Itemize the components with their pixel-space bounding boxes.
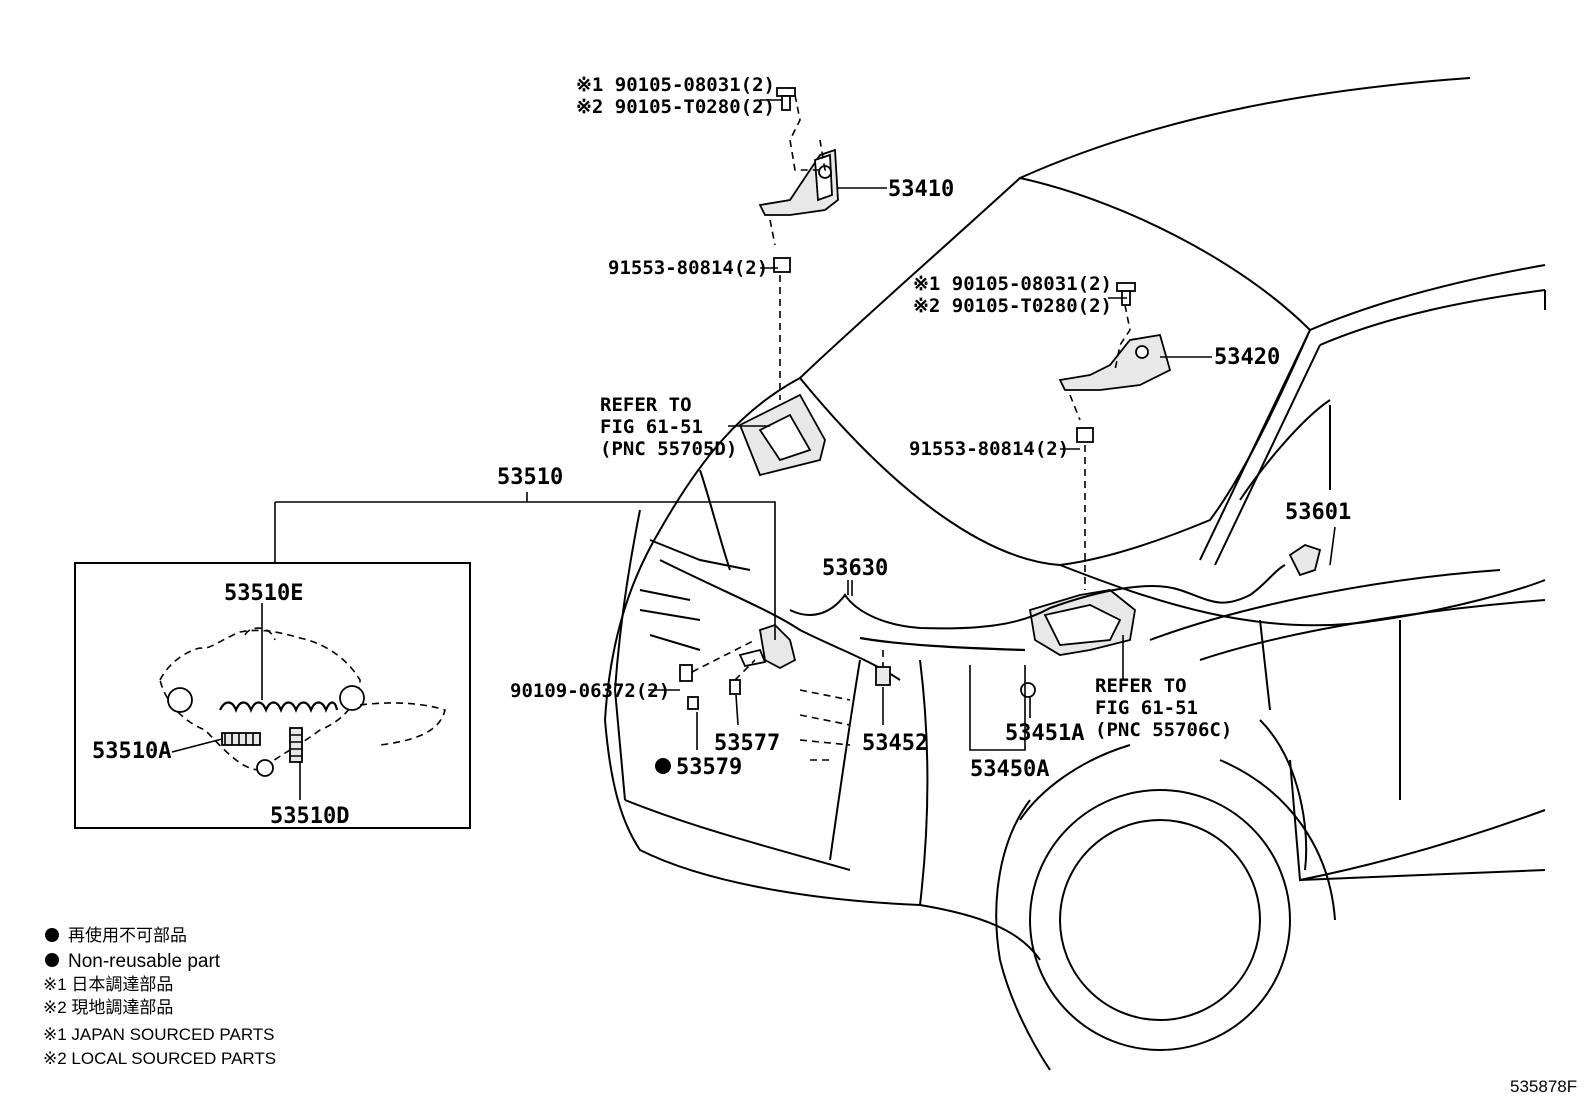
legend-japan-jp: ※1 日本調達部品 xyxy=(43,975,173,994)
label-53510: 53510 xyxy=(497,465,563,490)
spring-e xyxy=(219,701,339,713)
ref-right-line-1: REFER TO xyxy=(1095,675,1187,697)
hinge-bracket-lh xyxy=(738,393,826,477)
stopper-icon xyxy=(729,659,756,695)
label-53410: 53410 xyxy=(888,177,954,202)
label-53577: 53577 xyxy=(714,731,780,756)
label-left-bolt-2: ※2 90105-T0280(2) xyxy=(576,96,775,118)
ref-left-line-3: (PNC 55705D) xyxy=(600,438,737,460)
part-labels: ※1 90105-08031(2) ※2 90105-T0280(2) 5341… xyxy=(92,74,1351,829)
nut-icon xyxy=(773,257,791,273)
grommet-icon xyxy=(1020,682,1036,698)
label-53630: 53630 xyxy=(822,556,888,581)
label-53510D: 53510D xyxy=(270,804,349,829)
release-cable xyxy=(789,564,1286,630)
label-53510A: 53510A xyxy=(92,739,171,764)
legend-local-jp: ※2 現地調達部品 xyxy=(43,998,173,1017)
label-left-bolt-1: ※1 90105-08031(2) xyxy=(576,74,775,96)
bolt-icon xyxy=(776,87,796,111)
bolt-icon xyxy=(679,639,756,682)
vehicle-outline xyxy=(604,77,1546,1071)
label-53450A: 53450A xyxy=(970,757,1049,782)
label-right-bolt-2: ※2 90105-T0280(2) xyxy=(913,295,1112,317)
leader-lines xyxy=(171,99,1336,800)
hinge-bracket-rh xyxy=(1028,589,1136,656)
legend-non-reusable-jp: 再使用不可部品 xyxy=(68,925,187,945)
ref-right-line-2: FIG 61-51 xyxy=(1095,697,1198,719)
ref-left-line-1: REFER TO xyxy=(600,394,692,416)
bolt-icon xyxy=(1116,282,1136,306)
legend-japan-en: ※1 JAPAN SOURCED PARTS xyxy=(43,1025,275,1044)
hood-hinge-rh xyxy=(1058,304,1172,421)
hood-hinge-lh xyxy=(758,94,839,246)
lock-detail-inset xyxy=(74,562,471,829)
label-53579: 53579 xyxy=(676,755,742,780)
label-right-bolt-1: ※1 90105-08031(2) xyxy=(913,273,1112,295)
ref-left-line-2: FIG 61-51 xyxy=(600,416,703,438)
label-left-nut: 91553-80814(2) xyxy=(608,257,768,279)
label-53601: 53601 xyxy=(1285,500,1351,525)
figure-code: 535878F xyxy=(1510,1077,1577,1096)
support-rod-holder xyxy=(875,650,891,686)
legend-non-reusable-en: Non-reusable part xyxy=(68,951,221,972)
label-53451A: 53451A xyxy=(1005,721,1084,746)
hood-release-lever xyxy=(1288,544,1322,577)
support-rod xyxy=(859,636,1026,652)
nut-icon xyxy=(1076,427,1094,443)
non-reusable-marker xyxy=(655,758,671,774)
label-53452: 53452 xyxy=(862,731,928,756)
clip-icon xyxy=(687,696,699,710)
label-right-nut: 91553-80814(2) xyxy=(909,438,1069,460)
legend: 再使用不可部品 Non-reusable part ※1 日本調達部品 ※2 現… xyxy=(43,925,276,1068)
legend-local-en: ※2 LOCAL SOURCED PARTS xyxy=(43,1049,276,1068)
lock-detail-drawing xyxy=(159,627,446,777)
label-53420: 53420 xyxy=(1214,345,1280,370)
label-lock-bolt: 90109-06372(2) xyxy=(510,680,670,702)
label-53510E: 53510E xyxy=(224,581,303,606)
ref-right-line-3: (PNC 55706C) xyxy=(1095,719,1232,741)
hood-lock xyxy=(738,623,797,670)
